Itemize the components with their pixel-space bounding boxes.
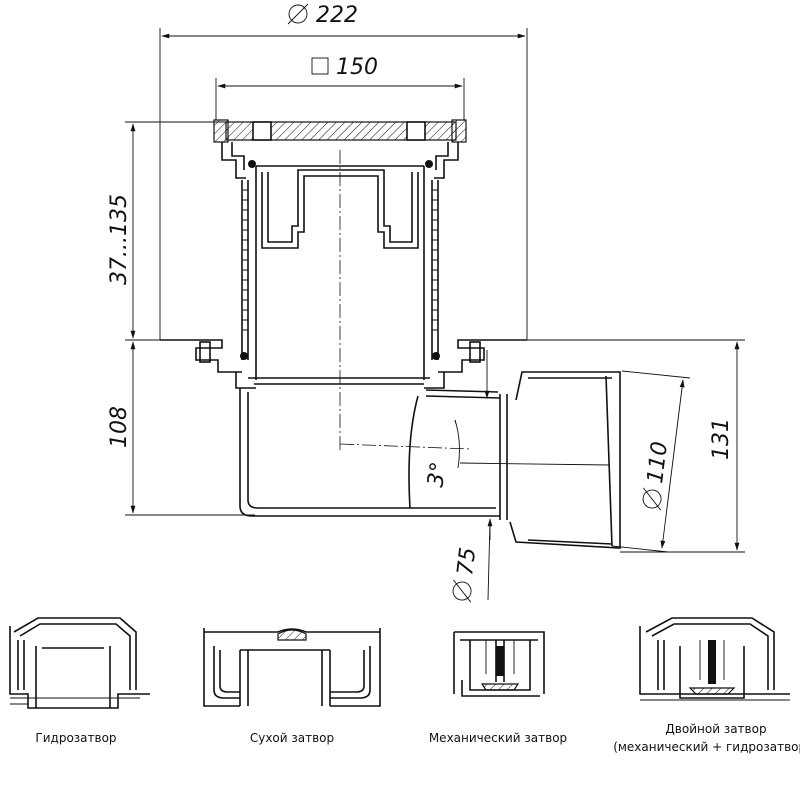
diameter-222-label: 222: [287, 3, 358, 28]
variant-double-seal: [639, 617, 790, 701]
caption-water-seal: Гидрозатвор: [35, 731, 116, 745]
caption-double-seal-line1: Двойной затвор: [665, 722, 766, 736]
caption-double-seal-line2: (механический + гидрозатвор): [613, 740, 800, 754]
variant-captions: Гидрозатвор Сухой затвор Механический за…: [35, 722, 800, 754]
svg-text:75: 75: [453, 546, 481, 577]
svg-text:150: 150: [336, 55, 378, 80]
caption-dry-seal: Сухой затвор: [250, 731, 334, 745]
diameter-110-label: 110: [642, 440, 673, 511]
caption-mechanical-seal: Механический затвор: [429, 731, 567, 745]
diameter-75-label: 75: [452, 546, 481, 603]
height-108-label: 108: [107, 406, 132, 448]
height-37-135-label: 37...135: [107, 194, 132, 285]
variant-mechanical-seal: [453, 631, 545, 697]
dimension-labels: 222 150 37...135 108 131 110 75 3°: [107, 3, 734, 603]
main-drain-section: [160, 119, 621, 549]
dimension-lines: [125, 28, 745, 601]
square-150-label: 150: [311, 55, 378, 80]
svg-text:222: 222: [316, 3, 358, 28]
variant-water-seal: [9, 617, 150, 709]
variant-dry-seal: [203, 628, 381, 707]
height-131-label: 131: [709, 418, 734, 460]
svg-text:110: 110: [643, 440, 673, 485]
riser-ribs: [242, 189, 438, 331]
angle-3-label: 3°: [423, 460, 452, 489]
